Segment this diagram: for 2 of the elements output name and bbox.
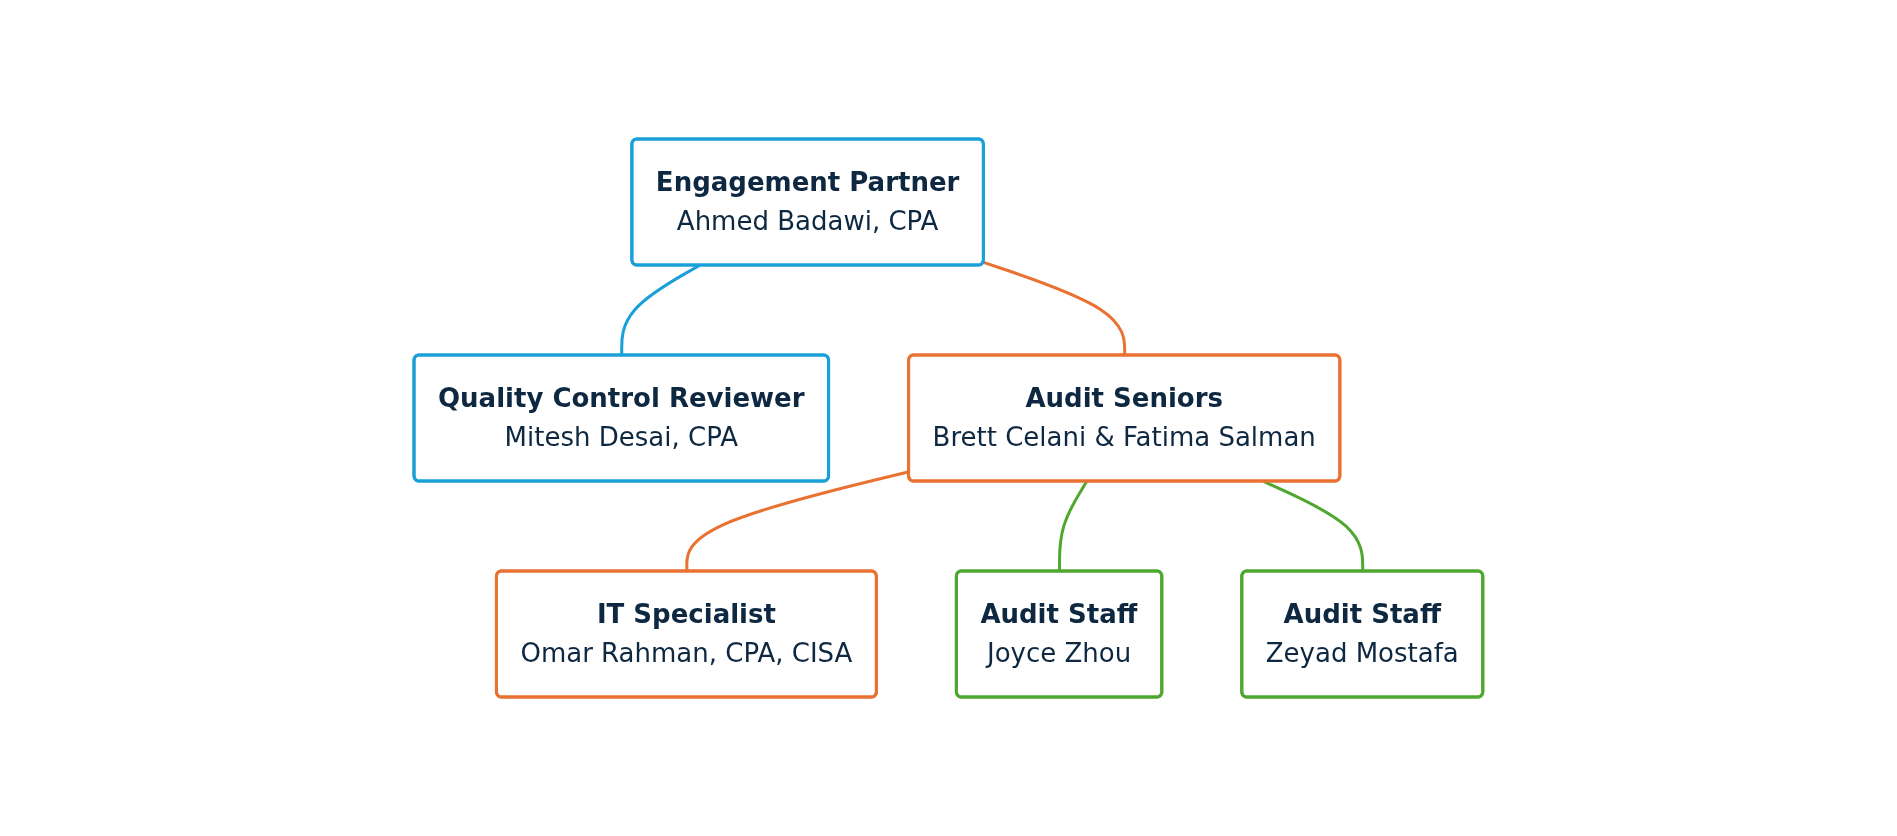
connector (685, 470, 910, 572)
connector (983, 260, 1127, 356)
